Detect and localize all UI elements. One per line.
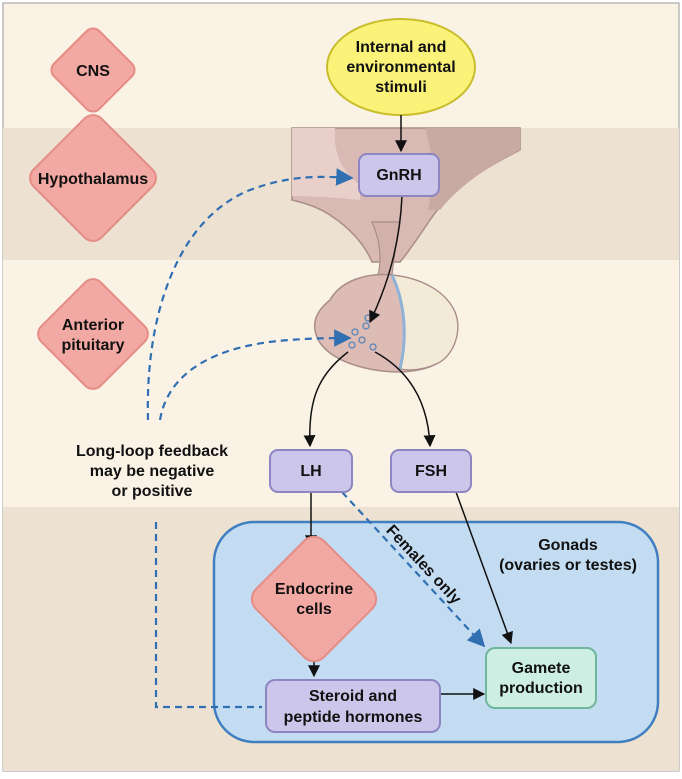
gnrh-label: GnRH <box>376 167 421 184</box>
hormones-line1: Steroid and <box>309 688 397 705</box>
level-cns-label: CNS <box>76 63 110 80</box>
feedback-note-line2: may be negative <box>90 463 215 480</box>
feedback-note-line1: Long-loop feedback <box>76 443 228 460</box>
steroid-hormones-node: Steroid and peptide hormones <box>265 679 441 733</box>
arrow-pituitary-to-fsh <box>374 351 436 448</box>
endocrine-line1: Endocrine <box>275 581 353 598</box>
level-anterior-pituitary: Anterior pituitary <box>37 278 149 390</box>
level-hypothalamus: Hypothalamus <box>29 114 157 242</box>
level-pituitary-line2: pituitary <box>61 337 124 354</box>
arrow-lh-to-gamete-females <box>341 491 486 648</box>
feedback-from-hormones <box>154 522 262 709</box>
lh-label: LH <box>300 463 321 480</box>
stimuli-line3: stimuli <box>375 79 427 96</box>
lh-node: LH <box>269 449 353 493</box>
stimuli-line2: environmental <box>346 59 455 76</box>
gamete-production-node: Gamete production <box>485 647 597 709</box>
endocrine-cells-node: Endocrine cells <box>250 535 378 663</box>
gamete-line2: production <box>499 680 583 697</box>
feedback-note-line3: or positive <box>112 483 193 500</box>
arrow-pituitary-to-lh <box>303 351 349 448</box>
endocrine-line2: cells <box>296 601 332 618</box>
hormones-line2: peptide hormones <box>284 709 423 726</box>
level-pituitary-line1: Anterior <box>62 317 124 334</box>
gnrh-node: GnRH <box>358 153 440 197</box>
gonads-line2: (ovaries or testes) <box>499 557 637 574</box>
stimuli-line1: Internal and <box>356 39 447 56</box>
level-cns: CNS <box>50 27 136 113</box>
fsh-label: FSH <box>415 463 447 480</box>
level-hypothalamus-label: Hypothalamus <box>38 171 148 188</box>
arrow-fsh-to-gamete <box>455 491 513 645</box>
feedback-lines <box>146 168 486 709</box>
gamete-line1: Gamete <box>512 660 571 677</box>
arrow-gnrh-to-pituitary <box>369 195 403 324</box>
fsh-node: FSH <box>390 449 472 493</box>
feedback-to-pituitary <box>158 329 352 421</box>
stimuli-node: Internal and environmental stimuli <box>326 18 476 116</box>
feedback-note: Long-loop feedback may be negative or po… <box>76 443 228 500</box>
feedback-to-hypothalamus <box>146 168 354 421</box>
gonads-line1: Gonads <box>538 537 598 554</box>
